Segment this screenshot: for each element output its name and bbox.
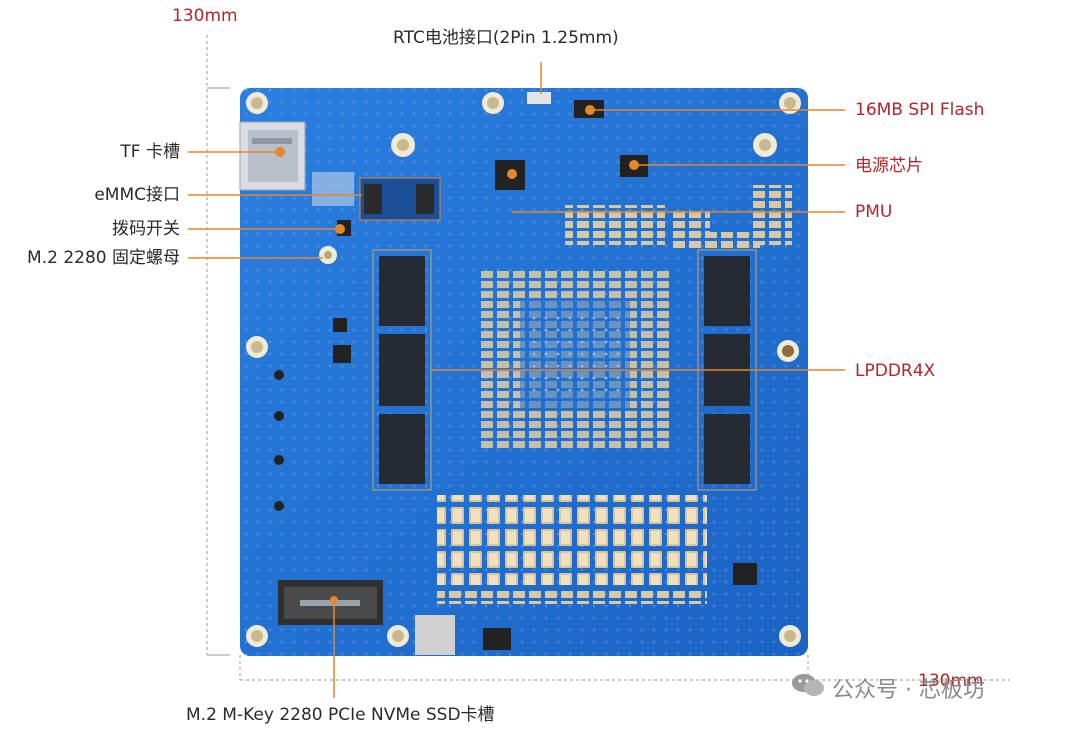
label-emmc: eMMC接口 bbox=[94, 185, 180, 205]
label-rtc: RTC电池接口(2Pin 1.25mm) bbox=[393, 28, 619, 48]
emmc-connector bbox=[312, 172, 441, 221]
dimension-bottom-label: 130mm bbox=[918, 671, 984, 691]
callout-dots bbox=[275, 105, 639, 604]
label-m2-slot: M.2 M-Key 2280 PCIe NVMe SSD卡槽 bbox=[186, 705, 495, 725]
label-pmic: 电源芯片 bbox=[855, 156, 923, 176]
label-pmu: PMU bbox=[855, 202, 893, 222]
label-dip-switch: 拨码开关 bbox=[112, 219, 180, 239]
callout-lines bbox=[188, 62, 845, 698]
mounting-holes bbox=[246, 92, 801, 647]
lpddr-left bbox=[372, 249, 432, 491]
m2-slot bbox=[278, 580, 383, 625]
wechat-icon bbox=[792, 674, 824, 696]
soc-passives bbox=[480, 270, 670, 450]
watermark-text: 公众号 · 芯板坊 bbox=[832, 678, 985, 703]
capacitor-array bbox=[437, 495, 707, 585]
tf-card-slot bbox=[239, 121, 306, 191]
label-m2-nut: M.2 2280 固定螺母 bbox=[27, 248, 180, 268]
label-lpddr: LPDDR4X bbox=[855, 361, 936, 381]
dimension-top-label: 130mm bbox=[172, 6, 238, 26]
label-spi-flash: 16MB SPI Flash bbox=[855, 100, 985, 120]
label-tf-slot: TF 卡槽 bbox=[120, 142, 180, 162]
